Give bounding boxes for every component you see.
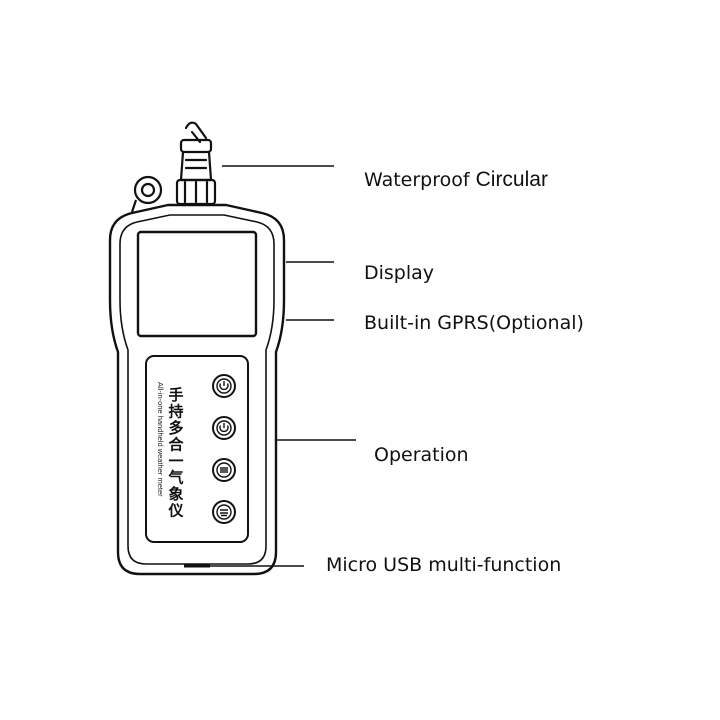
panel-button[interactable]	[212, 458, 236, 482]
label-waterproof-emphasis: Circular	[475, 168, 548, 191]
operation-buttons	[212, 374, 236, 524]
label-operation: Operation	[374, 444, 469, 466]
panel-char: 持	[168, 403, 183, 421]
panel-button[interactable]	[212, 500, 236, 524]
panel-char: 合	[167, 436, 184, 454]
power-icon	[219, 381, 229, 391]
operation-panel	[145, 355, 249, 543]
panel-button[interactable]	[212, 374, 236, 398]
label-usb: Micro USB multi-function	[326, 554, 562, 576]
side-cap	[130, 175, 163, 213]
leader-lines	[186, 165, 356, 567]
label-waterproof-prefix: Waterproof	[364, 169, 476, 191]
panel-char: 一	[168, 452, 183, 470]
waterproof-connector	[175, 121, 217, 206]
device-body	[108, 203, 286, 576]
label-display: Display	[364, 262, 435, 284]
enter-icon	[220, 509, 228, 517]
display-screen	[136, 230, 258, 338]
panel-char: 象	[168, 485, 183, 503]
label-waterproof-circular: Waterproof Circular	[364, 168, 548, 192]
panel-char: 多	[168, 419, 183, 437]
panel-char: 手	[168, 386, 183, 404]
panel-button[interactable]	[212, 416, 236, 440]
panel-char: 仪	[167, 502, 184, 520]
menu-icon	[220, 467, 228, 473]
panel-english-text: All-in-one handheld weather meter	[156, 382, 165, 497]
power-icon	[219, 423, 229, 433]
panel-char: 气	[167, 469, 183, 487]
label-gprs: Built-in GPRS(Optional)	[364, 312, 584, 334]
